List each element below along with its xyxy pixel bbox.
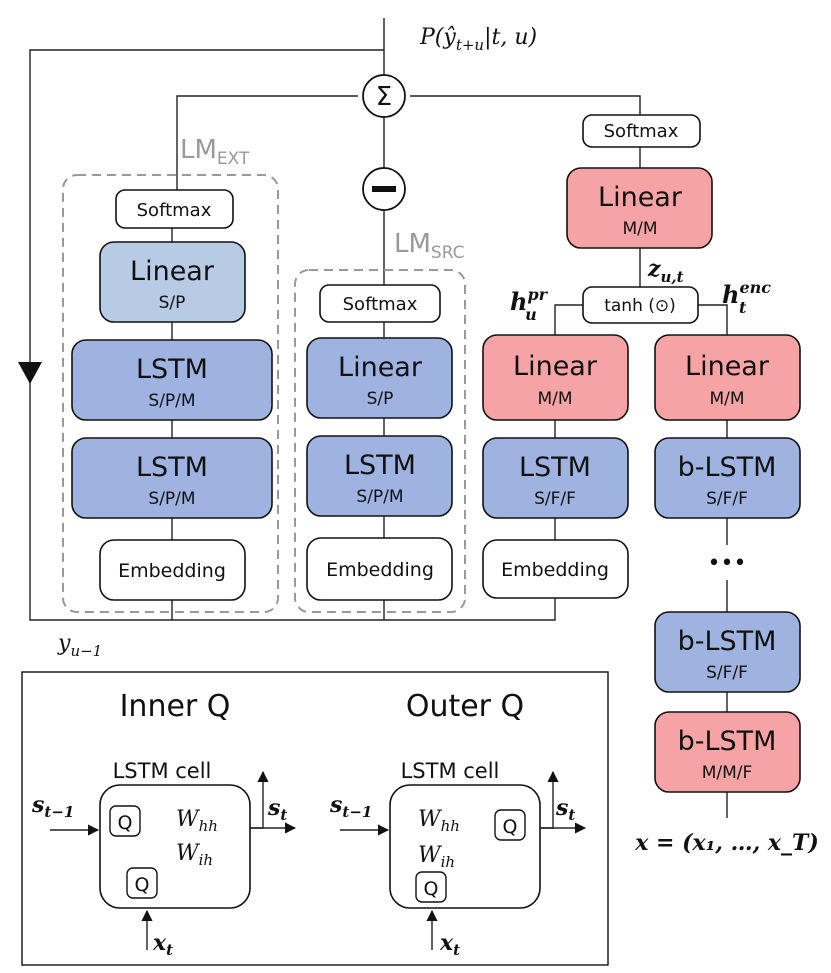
sum-node: Σ (362, 74, 406, 118)
inner-wih: Wih (176, 841, 213, 869)
feedback-arrow-icon (18, 362, 42, 384)
svg-text:M/M/F: M/M/F (702, 763, 753, 783)
svg-text:LSTM: LSTM (136, 452, 208, 483)
svg-text:S/F/F: S/F/F (534, 489, 576, 509)
lm-src-group: LMSRC Softmax Linear S/P LSTM S/P/M Embe… (294, 229, 466, 613)
prediction-lstm: LSTM S/F/F (482, 437, 629, 519)
outer-q-box-1: Q (494, 809, 526, 841)
outer-s-in: st−1 (329, 792, 372, 821)
outer-q-box-2: Q (415, 871, 447, 903)
connections (29, 18, 728, 818)
lm-ext-embedding: Embedding (99, 539, 246, 601)
tanh-node: tanh (⊙) (582, 286, 699, 324)
outer-whh: Whh (418, 807, 460, 835)
svg-text:S/F/F: S/F/F (706, 489, 748, 509)
inner-lstm-cell (99, 784, 251, 909)
joint-softmax: Softmax (582, 114, 701, 148)
prediction-embedding: Embedding (482, 539, 629, 599)
encoder-input-label: x = (x₁, …, x_T) (634, 830, 819, 856)
inner-s-out: st (267, 795, 287, 824)
lm-ext-label: LMEXT (180, 135, 250, 169)
svg-text:S/P: S/P (159, 293, 186, 313)
svg-text:Q: Q (118, 812, 133, 834)
svg-text:Softmax: Softmax (137, 200, 212, 221)
lm-src-softmax: Softmax (319, 284, 441, 323)
inner-q-box-1: Q (109, 805, 141, 837)
lm-src-label: LMSRC (394, 229, 465, 263)
svg-text:Q: Q (135, 874, 150, 896)
svg-text:Σ: Σ (376, 82, 392, 112)
svg-text:S/F/F: S/F/F (706, 663, 748, 683)
inner-lstm-cell-label: LSTM cell (113, 759, 212, 783)
encoder-blstm-1: b-LSTM S/F/F (654, 437, 801, 519)
svg-text:tanh (⊙): tanh (⊙) (604, 296, 676, 316)
svg-text:Embedding: Embedding (118, 560, 226, 582)
inner-q-title: Inner Q (120, 689, 231, 724)
lm-src-lstm: LSTM S/P/M (306, 435, 453, 517)
inner-s-in: st−1 (31, 792, 74, 821)
lm-ext-lstm-2: LSTM S/P/M (71, 437, 273, 519)
svg-text:S/P/M: S/P/M (356, 487, 403, 507)
encoder-ellipsis: ••• (708, 551, 747, 576)
svg-text:Linear: Linear (130, 256, 215, 287)
inner-x: xt (152, 930, 173, 959)
lm-src-linear: Linear S/P (306, 337, 453, 419)
minus-node (362, 167, 406, 211)
svg-text:LSTM: LSTM (519, 452, 591, 483)
lm-ext-linear: Linear S/P (99, 241, 246, 323)
inner-whh: Whh (176, 807, 218, 835)
outer-q-title: Outer Q (406, 689, 524, 724)
encoder-blstm-3: b-LSTM M/M/F (654, 711, 801, 793)
svg-text:Embedding: Embedding (501, 559, 609, 581)
outer-lstm-cell-label: LSTM cell (401, 759, 500, 783)
svg-text:M/M: M/M (537, 389, 572, 409)
z-label: zu,t (647, 256, 684, 286)
svg-text:b-LSTM: b-LSTM (678, 452, 777, 483)
lm-src-embedding: Embedding (306, 537, 453, 601)
svg-text:M/M: M/M (622, 219, 657, 239)
inner-q-box-2: Q (126, 867, 158, 899)
outer-x: xt (439, 930, 460, 959)
svg-text:LSTM: LSTM (136, 354, 208, 385)
svg-text:Q: Q (424, 878, 439, 900)
svg-text:M/M: M/M (709, 389, 744, 409)
svg-text:Linear: Linear (685, 351, 770, 382)
svg-text:b-LSTM: b-LSTM (678, 726, 777, 757)
inner-q-panel: Inner Q LSTM cell Q Q Whh Wih st−1 st xt (31, 689, 297, 959)
legend-box: Inner Q LSTM cell Q Q Whh Wih st−1 st xt… (21, 671, 609, 966)
svg-text:Linear: Linear (598, 182, 683, 213)
svg-text:Q: Q (503, 816, 518, 838)
svg-text:P(ŷt+u|t, u): P(ŷt+u|t, u) (419, 25, 537, 54)
y-label: yu−1 (57, 631, 102, 660)
encoder-linear: Linear M/M (654, 334, 801, 421)
lm-ext-group: LMEXT Softmax Linear S/P LSTM S/P/M LSTM… (62, 135, 279, 613)
outer-q-panel: Outer Q LSTM cell Q Q Whh Wih st−1 st xt (329, 689, 587, 959)
svg-text:S/P: S/P (367, 389, 394, 409)
svg-text:LSTM: LSTM (344, 450, 416, 481)
outer-wih: Wih (418, 843, 455, 871)
prediction-linear: Linear M/M (482, 334, 629, 421)
svg-text:S/P/M: S/P/M (148, 391, 195, 411)
svg-text:S/P/M: S/P/M (148, 489, 195, 509)
joint-network: Softmax Linear M/M zu,t tanh (⊙) (566, 114, 713, 324)
svg-text:Linear: Linear (338, 352, 423, 383)
joint-linear: Linear M/M (566, 167, 713, 249)
svg-text:Softmax: Softmax (604, 121, 679, 142)
outer-s-out: st (555, 795, 575, 824)
encoder-blstm-2: b-LSTM S/F/F (654, 611, 801, 693)
lm-ext-softmax: Softmax (115, 189, 234, 229)
outer-lstm-cell (389, 784, 541, 909)
svg-text:Linear: Linear (513, 351, 598, 382)
output-label: P(ŷt+u|t, u) (419, 25, 537, 54)
svg-text:Softmax: Softmax (343, 294, 418, 315)
lm-ext-lstm-1: LSTM S/P/M (71, 339, 273, 421)
svg-text:Embedding: Embedding (326, 559, 434, 581)
svg-text:b-LSTM: b-LSTM (678, 626, 777, 657)
